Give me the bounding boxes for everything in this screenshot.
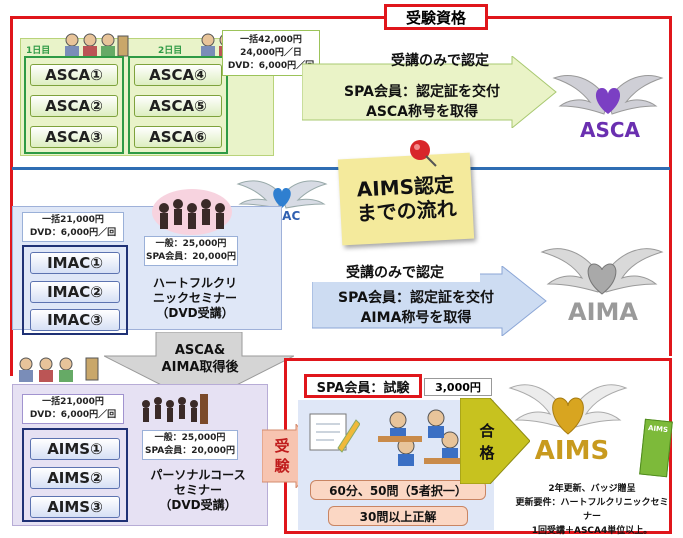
imac-course-group	[22, 245, 128, 335]
qualification-title: 受験資格	[384, 4, 488, 30]
renewal-text: 2年更新、バッジ贈呈 更新要件：ハートフルクリニックセミナー 1回受講＋ASCA…	[515, 484, 669, 536]
day1-label: 1日目	[26, 46, 51, 56]
aima-arrow-top: 受講のみで認定	[310, 262, 480, 282]
exam-fee: 3,000円	[424, 378, 492, 396]
aims-lecture-illustration	[19, 357, 99, 382]
aima-arrow	[312, 266, 547, 336]
exam-pass-label: 30問以上正解	[328, 506, 468, 526]
asca-day1-group	[24, 56, 124, 154]
imac-price-box: 一括21,000円 DVD：6,000円／回	[22, 212, 124, 242]
asca-course-2[interactable]: ASCA②	[30, 95, 118, 117]
students-exam-illustration	[378, 409, 474, 466]
imac-seminar-label: ハートフルクリ ニックセミナー （DVD受講）	[152, 276, 237, 320]
red-frame-left-connector	[10, 356, 13, 376]
asca-course-4[interactable]: ASCA④	[134, 64, 222, 86]
asca-wings-logo-icon	[552, 75, 664, 115]
juken-text: 受 験	[274, 437, 290, 475]
aima-arrow-text: SPA会員：認定証を交付 AIMA称号を取得	[338, 290, 494, 326]
asca-course-3[interactable]: ASCA③	[30, 126, 118, 148]
aims-wings-logo-icon	[508, 384, 628, 435]
qualification-frame	[10, 16, 672, 356]
asca-day2-group	[128, 56, 228, 154]
exam-label: SPA会員：試験	[304, 374, 422, 398]
aims-flow-sticky-note: AIMS認定 までの流れ	[337, 152, 475, 246]
lecture-illustration	[65, 33, 129, 58]
pushpin-icon	[410, 140, 437, 167]
aims-fee-box: 一般：25,000円 SPA会員：20,000円	[142, 430, 238, 460]
exam-format-label: 60分、50問（5者択一）	[310, 480, 486, 500]
imac-wings-logo-icon	[236, 180, 328, 209]
aims-seminar-illustration	[142, 394, 208, 424]
aims-price-box: 一括21,000円 DVD：6,000円／回	[22, 394, 124, 424]
notepad-pencil-icon	[309, 413, 360, 453]
asca-arrow	[302, 56, 557, 128]
asca-price-box: 一括42,000円 24,000円／日 DVD：6,000円／回	[222, 30, 320, 76]
asca-course-6[interactable]: ASCA⑥	[134, 126, 222, 148]
day2-label: 2日目	[158, 46, 183, 56]
imac-fee-box: 一般：25,000円 SPA会員：20,000円	[144, 236, 238, 266]
asca-arrow-text: SPA会員：認定証を交付 ASCA称号を取得	[344, 84, 500, 120]
down-arrow-text: ASCA& AIMA取得後	[161, 343, 239, 375]
aims-logo-text: AIMS	[534, 436, 610, 466]
aims-seminar-label: パーソナルコース セミナー （DVD受講）	[150, 468, 246, 512]
asca-arrow-top: 受講のみで認定	[391, 53, 489, 69]
aims-course-2[interactable]: AIMS②	[30, 467, 120, 489]
imac-course-1[interactable]: IMAC①	[30, 252, 120, 274]
aima-wings-logo-icon	[540, 248, 664, 295]
asca-logo-text: ASCA	[579, 118, 641, 142]
imac-course-3[interactable]: IMAC③	[30, 309, 120, 331]
imac-course-2[interactable]: IMAC②	[30, 281, 120, 303]
down-arrow	[104, 332, 294, 404]
aims-course-1[interactable]: AIMS①	[30, 438, 120, 460]
aims-course-group	[22, 428, 128, 522]
goukaku-arrow	[460, 398, 530, 484]
seminar-audience-illustration	[152, 189, 232, 235]
aima-logo-text: AIMA	[568, 298, 638, 326]
aims-book-badge: AIMS	[639, 418, 673, 478]
goukaku-text: 合 格	[479, 422, 495, 462]
asca-course-5[interactable]: ASCA⑤	[134, 95, 222, 117]
asca-course-1[interactable]: ASCA①	[30, 64, 118, 86]
aims-course-3[interactable]: AIMS③	[30, 496, 120, 518]
